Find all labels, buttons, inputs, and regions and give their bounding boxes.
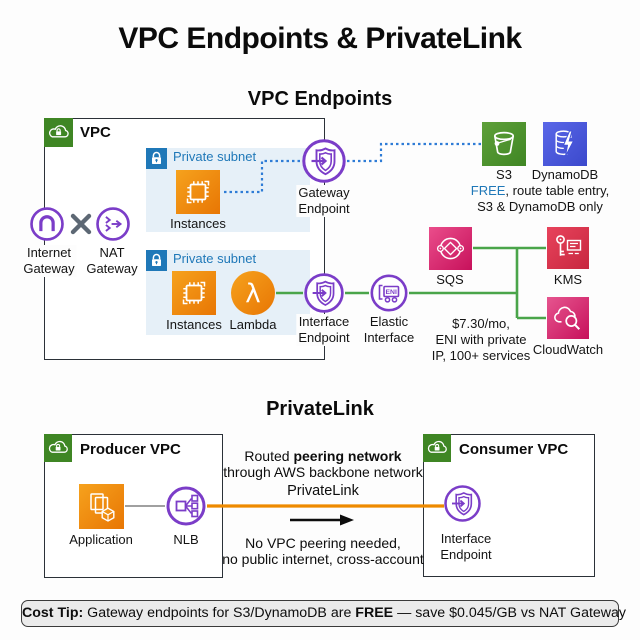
application-icon [79,484,124,529]
s3-icon [482,122,526,166]
application-label: Application [69,532,133,547]
producer-vpc-label: Producer VPC [80,441,181,458]
lambda-label: Lambda [229,317,277,332]
internet-gateway-icon [30,207,64,241]
lambda-icon: λ [231,271,275,315]
cloudwatch-icon [547,297,589,339]
s3-label: S3 [496,167,512,182]
cost-tip-bar: Cost Tip: Gateway endpoints for S3/Dynam… [21,600,626,627]
sqs-label: SQS [436,272,464,287]
direction-arrow-icon [288,512,356,528]
subnet-lock-icon-top [146,148,167,169]
vpc-label: VPC [80,124,111,141]
benefits-line-1: No VPC peering needed, [245,535,401,551]
benefits-line-2: no public internet, cross-account [222,551,424,567]
blocked-x-icon [69,212,93,236]
section-heading-privatelink: PrivateLink [266,398,374,420]
interface-endpoint-icon [304,273,344,313]
kms-label: KMS [553,272,583,287]
dynamodb-label: DynamoDB [531,167,599,182]
instances-icon-top [176,170,220,214]
gateway-endpoint-note: FREE, route table entry, S3 & DynamoDB o… [470,183,610,214]
sqs-icon [429,227,472,270]
cost-tip-highlight: FREE [355,605,394,621]
elastic-network-interface-icon: ENI [370,274,408,312]
nlb-icon [166,486,206,526]
consumer-interface-endpoint-icon [444,485,481,522]
subnet-bottom-label: Private subnet [173,251,257,266]
consumer-vpc-icon [423,434,451,462]
dynamodb-icon [543,122,587,166]
interface-endpoint-note: $7.30/mo, ENI with private IP, 100+ serv… [431,316,531,363]
instances-top-label: Instances [170,216,226,231]
nat-gateway-icon [96,207,130,241]
cloudwatch-label: CloudWatch [532,342,604,357]
privatelink-label: PrivateLink [287,483,359,499]
vpc-icon [44,118,73,147]
kms-icon [547,227,589,269]
consumer-vpc-label: Consumer VPC [459,441,569,458]
cost-tip-label: Cost Tip: [22,605,84,621]
routed-peering-line: Routed peering network [244,448,402,464]
instances-bottom-label: Instances [166,317,222,332]
instances-icon-bottom [172,271,216,315]
subnet-lock-icon-bottom [146,250,167,271]
page-title: VPC Endpoints & PrivateLink [118,22,522,55]
subnet-top-label: Private subnet [173,149,257,164]
lambda-glyph: λ [245,279,260,309]
eni-icon-text: ENI [386,289,397,296]
wire-gateway-endpoint-to-s3 [347,142,481,163]
nlb-label: NLB [173,532,199,547]
gateway-endpoint-icon [302,139,346,183]
producer-vpc-icon [44,434,72,462]
section-heading-vpc-endpoints: VPC Endpoints [247,88,393,110]
backbone-line: through AWS backbone network [223,464,423,480]
